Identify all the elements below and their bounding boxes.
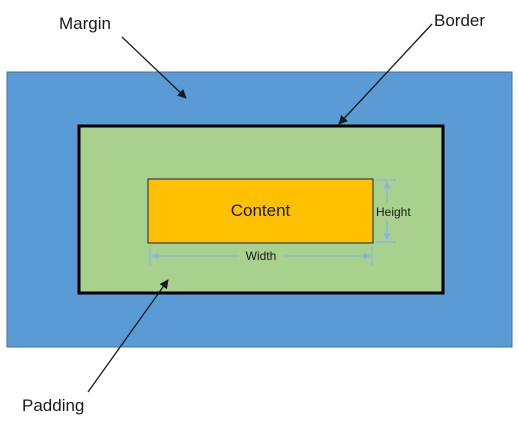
margin-label: Margin (59, 14, 111, 33)
padding-label: Padding (22, 396, 85, 415)
padding-pointer-arrow (87, 279, 169, 393)
height-label: Height (376, 205, 411, 219)
content-box (147, 178, 374, 244)
border-pointer-arrow (338, 23, 433, 125)
border-label: Border (434, 11, 486, 30)
content-label: Content (230, 201, 291, 220)
margin-pointer-arrow (121, 36, 187, 99)
width-label: Width (245, 249, 277, 263)
